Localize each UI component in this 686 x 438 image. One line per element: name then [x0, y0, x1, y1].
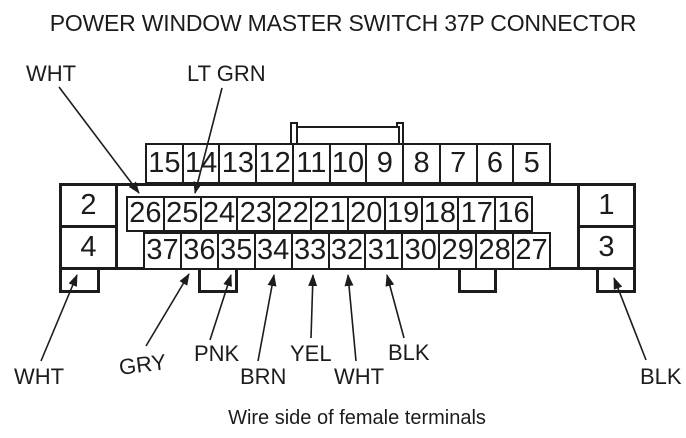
pin-cell-24: 24 [199, 198, 237, 230]
connector-latch [296, 126, 400, 145]
mounting-tab-below-pin3 [596, 267, 636, 293]
pin-cell-15: 15 [148, 147, 181, 179]
pin-cell-14: 14 [181, 145, 219, 182]
pin-cell-2: 2 [59, 183, 118, 228]
wire-label-yel-pin33: YEL [290, 341, 332, 366]
mounting-tab-below-pin4 [59, 267, 100, 293]
leader-wht-to-pin26 [58, 86, 140, 194]
pin-cell-32: 32 [327, 234, 365, 268]
pin-cell-18: 18 [420, 198, 458, 230]
pin-cell-5: 5 [512, 145, 549, 182]
leader-wht-to-pin32 [344, 274, 357, 362]
pin-cell-23: 23 [236, 198, 273, 230]
pin-cell-27: 27 [512, 234, 549, 268]
pin-cell-13: 13 [218, 145, 255, 182]
pin-cell-17: 17 [457, 198, 494, 230]
pin-cell-26: 26 [129, 198, 162, 229]
wire-label-gry-pin36: GRY [117, 349, 168, 380]
wire-label-brn-pin34: BRN [240, 364, 287, 389]
leader-gry-to-pin36 [145, 273, 190, 347]
pin-cell-1: 1 [577, 183, 636, 228]
pin-cell-31: 31 [364, 234, 401, 268]
mounting-tab-below-pin35 [198, 267, 238, 293]
pin-cell-25: 25 [162, 198, 200, 230]
pin-cell-22: 22 [273, 198, 310, 230]
diagram-title: POWER WINDOW MASTER SWITCH 37P CONNECTOR [49, 10, 637, 36]
wire-label-wht-pin32: WHT [334, 364, 385, 389]
pin-cell-16: 16 [494, 198, 531, 230]
leader-brn-to-pin34 [257, 274, 277, 362]
wire-label-wht-pin26: WHT [26, 61, 77, 86]
pin-cell-6: 6 [475, 145, 513, 182]
caption-wire-side: Wire side of female terminals [228, 407, 486, 429]
pin-cell-12: 12 [255, 145, 292, 182]
pin-cell-20: 20 [346, 198, 384, 230]
pin-cell-30: 30 [401, 234, 438, 268]
leader-blk-to-pin31 [385, 274, 405, 339]
mounting-tab-below-pin29 [458, 267, 497, 293]
pin-cell-3: 3 [577, 225, 636, 270]
pin-cell-36: 36 [179, 234, 217, 268]
wire-label-ltgrn-pin25: LT GRN [187, 61, 266, 86]
pin-cell-35: 35 [216, 234, 254, 268]
wire-label-blk-pin31: BLK [388, 340, 430, 365]
pin-cell-4: 4 [59, 225, 118, 270]
pin-cell-28: 28 [475, 234, 512, 268]
pin-cell-21: 21 [310, 198, 347, 230]
pin-cell-11: 11 [291, 145, 329, 182]
pin-cell-9: 9 [365, 145, 402, 182]
leader-yel-to-pin33 [308, 274, 318, 339]
wire-label-pnk-pin35: PNK [194, 341, 240, 366]
pin-cell-37: 37 [146, 234, 179, 266]
pin-cell-33: 33 [290, 234, 328, 268]
pin-cell-19: 19 [383, 198, 421, 230]
pin-cell-29: 29 [438, 234, 475, 268]
pin-cell-10: 10 [328, 145, 366, 182]
pin-cell-8: 8 [402, 145, 439, 182]
wire-label-wht-pin4: WHT [14, 364, 65, 389]
wire-label-blk-pin3: BLK [640, 364, 682, 389]
pin-cell-34: 34 [253, 234, 291, 268]
pin-cell-7: 7 [438, 145, 476, 182]
